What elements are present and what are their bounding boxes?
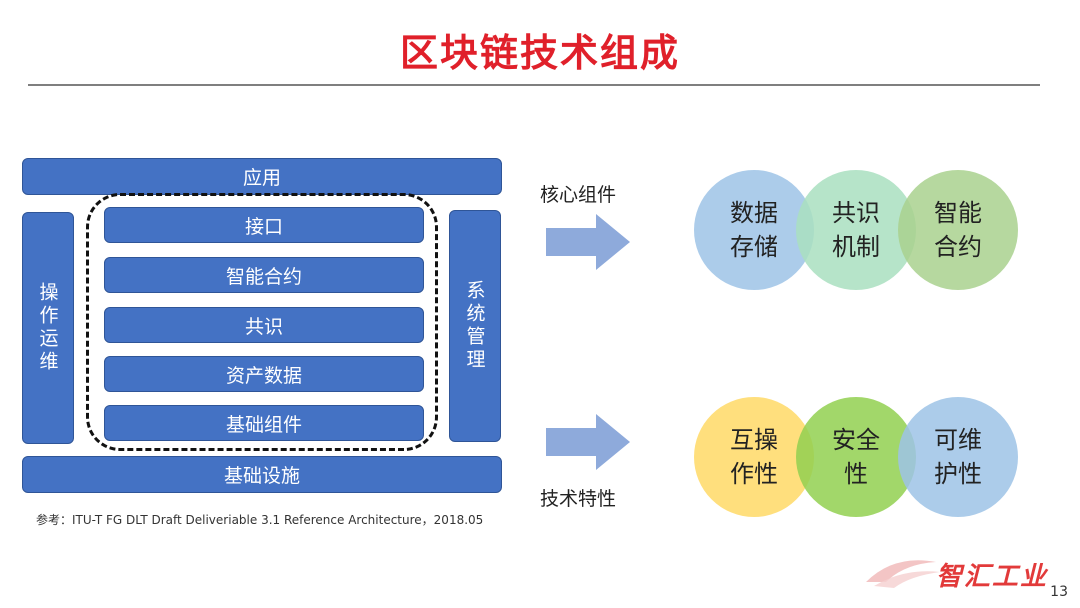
arrow-right-icon [546,214,630,270]
page-number: 13 [1050,584,1068,600]
watermark-logo-icon [866,560,940,588]
title-divider [28,84,1040,86]
layer-smart-contract: 智能合约 [104,257,424,293]
circle-data-storage: 数据 存储 [694,170,814,290]
reference-note: 参考：ITU-T FG DLT Draft Deliveriable 3.1 R… [36,513,484,527]
layer-asset-data: 资产数据 [104,356,424,392]
circle-interoperability: 互操 作性 [694,397,814,517]
circle-security: 安全 性 [796,397,916,517]
side-system-management: 系统管理 [449,210,501,442]
layer-consensus: 共识 [104,307,424,343]
circle-maintainability: 可维 护性 [898,397,1018,517]
core-layers-frame [86,193,438,451]
layer-interface: 接口 [104,207,424,243]
layer-infrastructure: 基础设施 [22,456,502,493]
layer-base-components: 基础组件 [104,405,424,441]
side-operations: 操作运维 [22,212,74,444]
layer-application: 应用 [22,158,502,195]
core-components-label: 核心组件 [540,184,617,206]
watermark-text: 智汇工业 [936,562,1049,592]
circle-consensus-mechanism: 共识 机制 [796,170,916,290]
circle-smart-contract: 智能 合约 [898,170,1018,290]
tech-features-label: 技术特性 [540,488,617,510]
slide-title: 区块链技术组成 [399,31,680,75]
arrow-right-icon [546,414,630,470]
